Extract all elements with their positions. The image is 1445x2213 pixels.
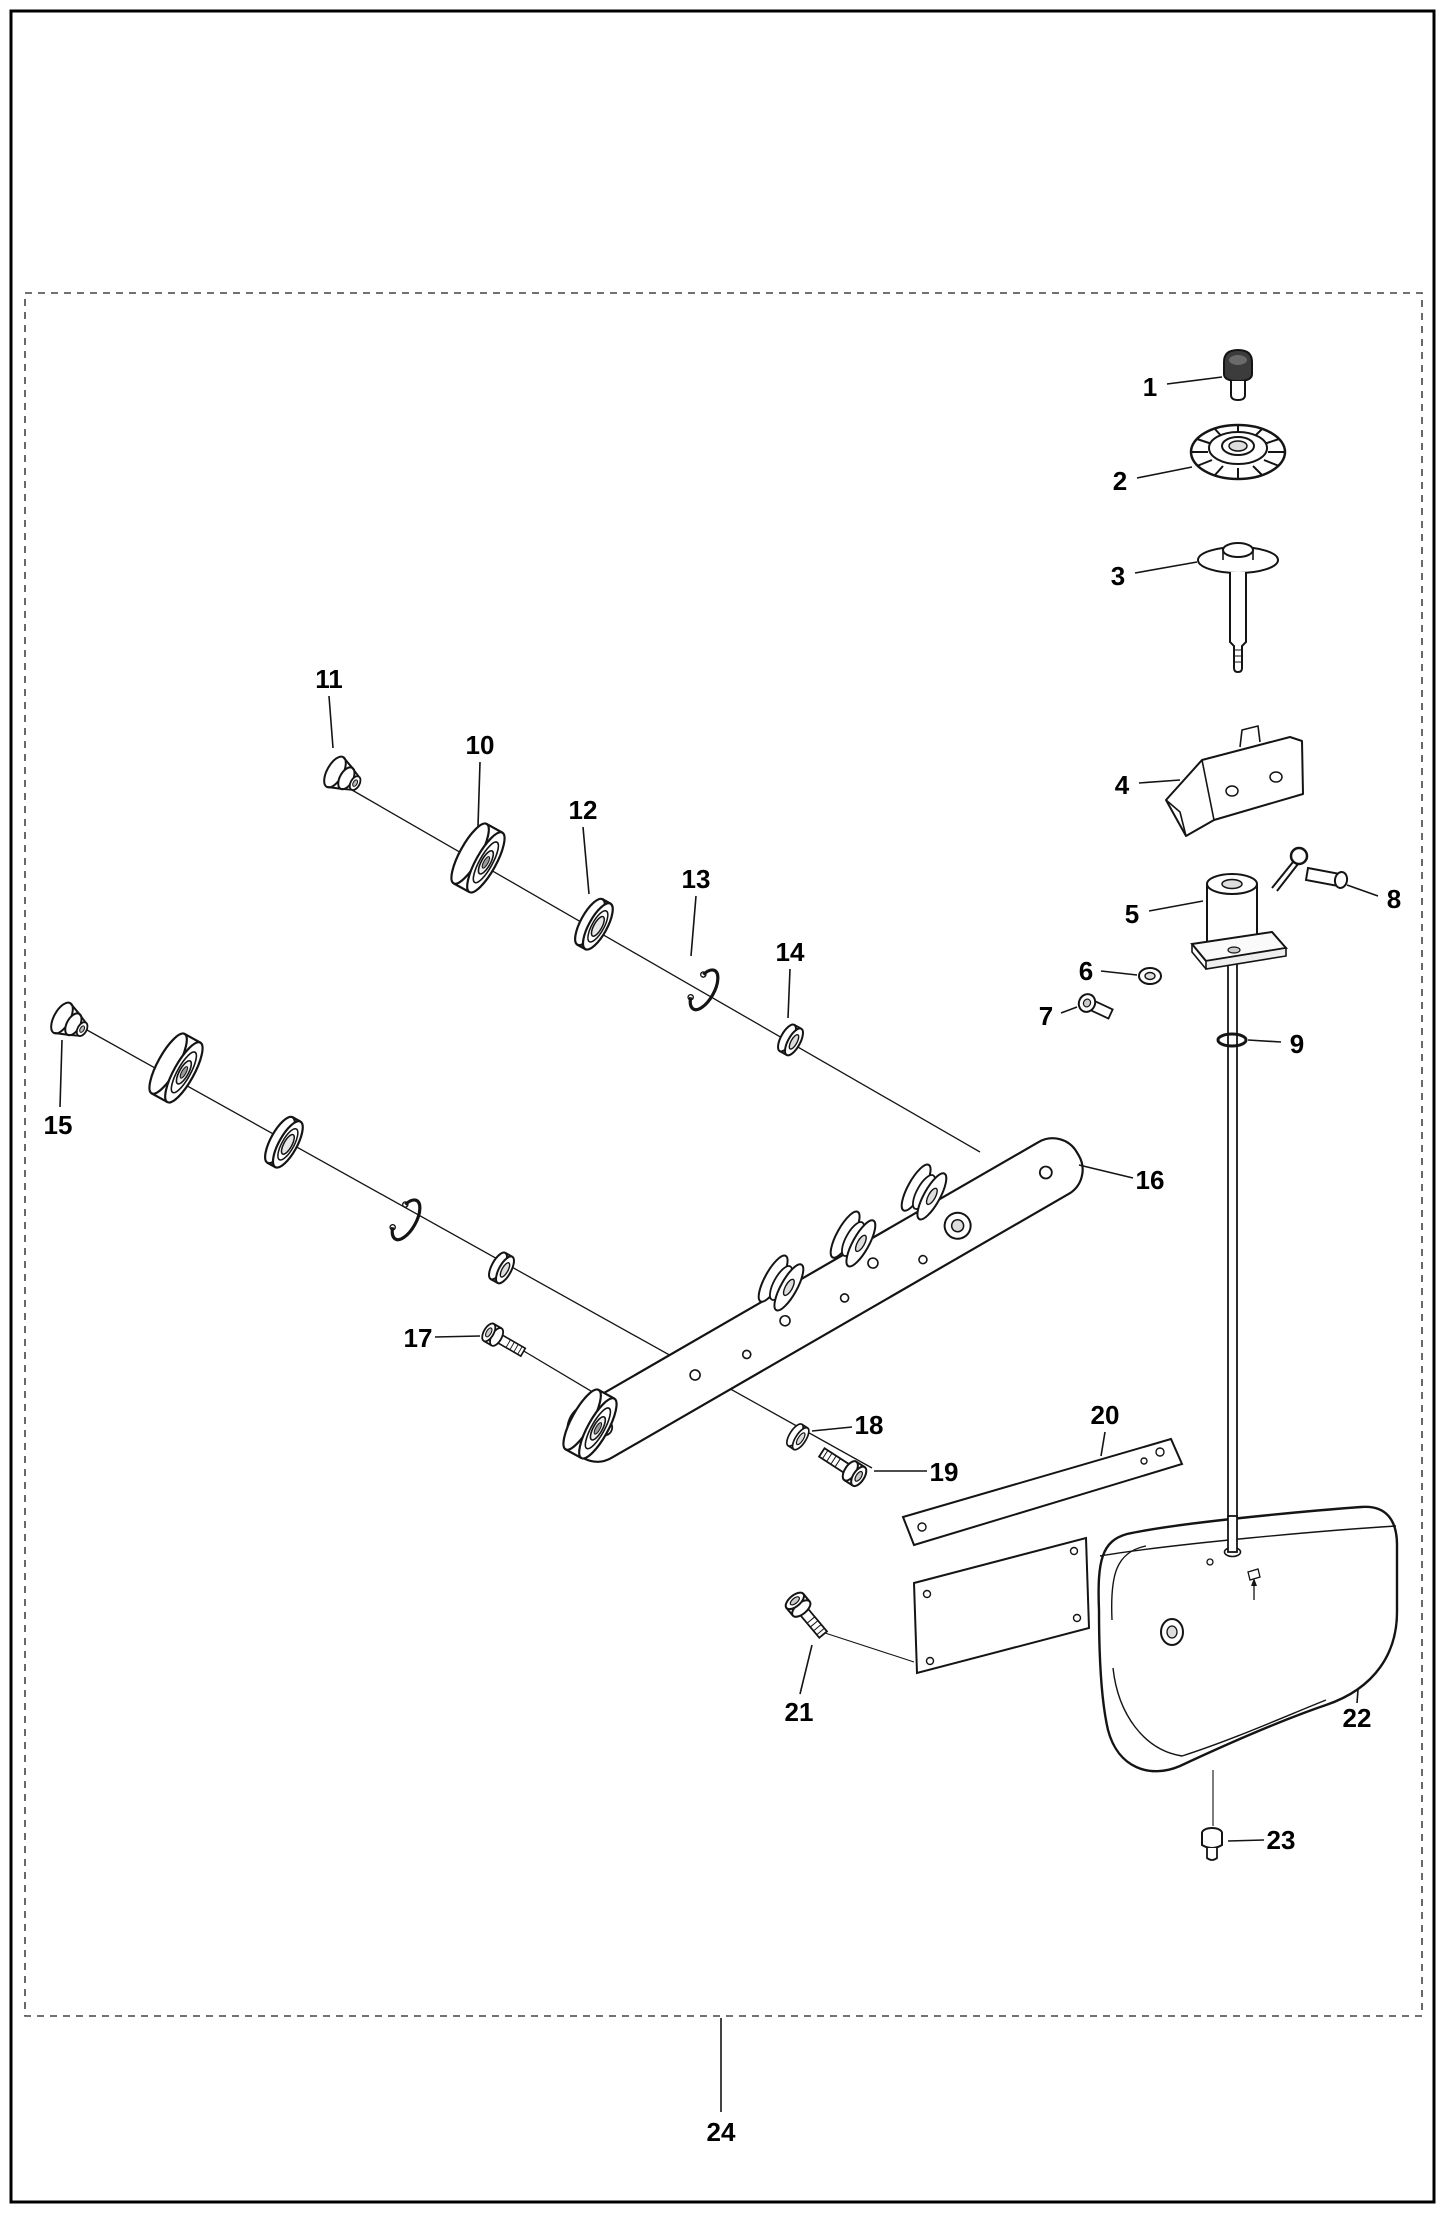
callout-2-label: 2 xyxy=(1113,466,1127,496)
callout-14-leader xyxy=(787,968,791,1019)
callout-21-label: 21 xyxy=(785,1697,814,1727)
callout-18-leader xyxy=(811,1426,853,1432)
callout-13-leader xyxy=(690,895,697,957)
callout-24-label: 24 xyxy=(707,2117,736,2147)
callout-3-label: 3 xyxy=(1111,561,1125,591)
part-16-roller-arm-graphic xyxy=(555,1137,1084,1465)
rod-entry-graphic xyxy=(1223,1515,1242,1558)
part-2-star-knob-graphic xyxy=(1189,423,1287,481)
axis-lines xyxy=(77,789,1214,1826)
part-13-circlip-graphic xyxy=(682,963,726,1016)
callout-7-leader xyxy=(1060,1006,1078,1014)
part-21-screw-graphic xyxy=(781,1588,833,1643)
callout-15-leader xyxy=(59,1039,63,1108)
callout-9-leader xyxy=(1247,1039,1282,1043)
callout-16-label: 16 xyxy=(1136,1165,1165,1195)
part-6-washer-graphic xyxy=(1138,967,1162,985)
callout-14-label: 14 xyxy=(776,937,805,967)
mount-plate-graphic xyxy=(912,1536,1091,1675)
part-18-nut-graphic xyxy=(782,1420,813,1454)
lower-bearing-graphic xyxy=(258,1111,310,1173)
callout-1-label: 1 xyxy=(1143,372,1157,402)
callout-22-label: 22 xyxy=(1343,1703,1372,1733)
part-15-bushing-graphic xyxy=(45,998,96,1048)
page-border xyxy=(9,9,1436,2204)
callout-9-label: 9 xyxy=(1290,1029,1304,1059)
callout-17-label: 17 xyxy=(404,1323,433,1353)
callout-16-leader xyxy=(1078,1164,1134,1179)
retainer-clip-icon xyxy=(1247,1568,1261,1600)
callout-2-leader xyxy=(1136,466,1193,479)
part-19-screw-graphic xyxy=(814,1442,871,1490)
callout-11-leader xyxy=(328,695,334,749)
callout-23-label: 23 xyxy=(1267,1825,1296,1855)
callout-12-leader xyxy=(582,826,590,895)
callout-5-label: 5 xyxy=(1125,899,1139,929)
callout-15-label: 15 xyxy=(44,1110,73,1140)
part-11-bushing-graphic xyxy=(318,752,369,802)
lower-circlip-graphic xyxy=(384,1193,428,1246)
part-9-oring-graphic xyxy=(1216,1032,1248,1048)
callout-1-leader xyxy=(1166,376,1223,385)
callout-8-leader xyxy=(1346,884,1379,897)
callout-3-leader xyxy=(1134,561,1198,574)
part-7-screw-graphic xyxy=(1077,993,1114,1020)
main-rod-graphic xyxy=(1227,946,1238,1553)
callout-20-leader xyxy=(1100,1431,1106,1457)
lower-roller-graphic xyxy=(141,1027,211,1109)
callout-18-label: 18 xyxy=(855,1410,884,1440)
callout-10-label: 10 xyxy=(466,730,495,760)
callout-20-label: 20 xyxy=(1091,1400,1120,1430)
callout-8-label: 8 xyxy=(1387,884,1401,914)
part-8-bolt-cotter-pin-graphic xyxy=(1271,846,1349,892)
part-12-bearing-graphic xyxy=(568,893,620,955)
part-5-pivot-block-graphic xyxy=(1190,873,1288,970)
callout-7-label: 7 xyxy=(1039,1001,1053,1031)
callout-19-label: 19 xyxy=(930,1457,959,1487)
callout-6-leader xyxy=(1100,970,1138,976)
callout-23-leader xyxy=(1227,1839,1265,1842)
callout-13-label: 13 xyxy=(682,864,711,894)
part-22-housing-graphic xyxy=(1097,1505,1399,1773)
part-23-screw-graphic xyxy=(1201,1827,1223,1861)
callout-5-leader xyxy=(1148,900,1204,912)
callout-22-leader xyxy=(1356,1689,1359,1704)
callout-10-leader xyxy=(477,761,481,827)
callout-21-leader xyxy=(799,1644,813,1695)
callout-12-label: 12 xyxy=(569,795,598,825)
part-4-bracket-graphic xyxy=(1165,725,1304,837)
callout-4-leader xyxy=(1138,779,1181,784)
part-14-spacer-graphic xyxy=(773,1020,808,1059)
part-20-strip-graphic xyxy=(901,1437,1184,1547)
callout-6-label: 6 xyxy=(1079,956,1093,986)
part-1-knob-graphic xyxy=(1223,348,1253,402)
callout-4-label: 4 xyxy=(1115,770,1130,800)
part-3-washer-shaft-graphic xyxy=(1197,542,1279,674)
part-10-roller-graphic xyxy=(443,817,513,899)
part-17-screw-graphic xyxy=(478,1320,529,1362)
callout-11-label: 11 xyxy=(315,664,343,694)
callout-17-leader xyxy=(434,1335,481,1338)
